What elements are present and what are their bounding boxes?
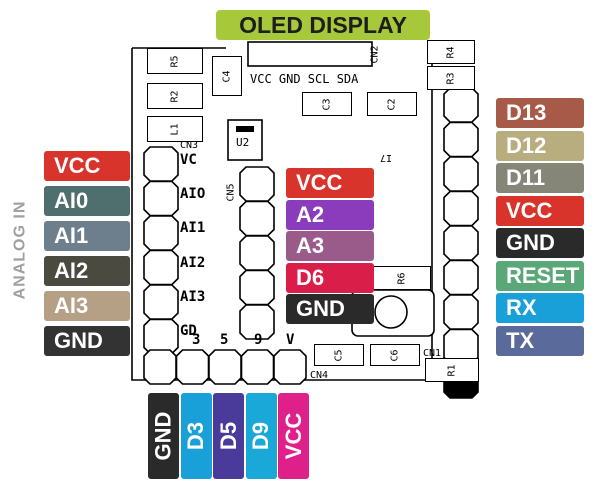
cn5-pad [239,235,275,271]
center-pin-label-gnd: GND [286,294,374,324]
c5-capacitor: C5 [314,344,364,366]
right-pin-label-d11: D11 [496,163,584,193]
c4-capacitor: C4 [212,56,242,96]
left-pin-silk-name: VC [180,152,197,168]
right-pin-label-rx: RX [496,293,584,323]
l1-inductor: L1 [147,116,203,142]
right-pin-label-reset: RESET [496,260,584,291]
cn1-pad [443,87,479,123]
right-pin-label-gnd: GND [496,228,584,258]
bottom-pin-silk-name: 5 [220,332,229,348]
center-pin-label-a2: A2 [286,199,374,230]
left-pin-label-gnd: GND [44,326,130,356]
oled-display-title: OLED DISPLAY [216,10,430,40]
left-pin-silk-name: GD [180,323,197,339]
cn1-header [443,87,479,399]
c3-capacitor: C3 [302,92,352,116]
center-pin-label-d6: D6 [286,262,374,293]
cn3-pad [143,284,179,320]
r4-resistor: R4 [427,40,475,64]
cn1-pad [443,294,479,330]
i7-label: I7 [380,152,393,163]
c2-capacitor: C2 [367,92,417,116]
cn5-pad [239,200,275,237]
center-pin-label-vcc: VCC [286,168,374,198]
left-pin-label-ai2: AI2 [44,256,130,286]
c6-capacitor: C6 [370,344,420,366]
u2-label: U2 [236,136,250,149]
cn1-label: CN1 [423,348,442,359]
cn2-oled-connector [247,41,373,67]
cn3-pad [143,215,179,251]
r2-resistor: R2 [147,83,203,109]
left-pin-label-ai0: AI0 [44,186,130,216]
cn2-label: CN2 [369,45,381,64]
bottom-pin-silk-name: V [286,332,295,348]
cn5-header [239,166,275,340]
left-pin-silk-name: AI3 [180,288,206,305]
right-pin-label-vcc: VCC [496,195,584,226]
bottom-pin-silk-name: 3 [192,332,201,348]
r5-resistor: R5 [147,48,203,74]
bottom-pin-label-d3: D3 [180,393,212,479]
cn4-pad [143,349,177,385]
left-pin-label-ai3: AI3 [44,291,130,321]
cn1-pad [443,156,479,192]
cn4-header [143,349,307,385]
bottom-pin-label-vcc: VCC [278,393,310,479]
left-pin-silk-name: AI2 [180,254,206,271]
cn3-label: CN3 [180,140,199,151]
oled-pin-names: VCC GND SCL SDA [250,72,359,86]
bottom-pin-label-d9: D9 [245,393,277,479]
cn5-pad [239,166,275,202]
cn3-header [143,146,179,355]
cn1-pad [443,225,479,261]
cn3-pad [143,249,179,286]
cn3-pad [143,318,179,355]
cn4-pad [240,349,275,385]
cn5-pad [239,304,275,340]
right-pin-label-d13: D13 [496,98,584,128]
bottom-pin-label-gnd: GND [148,393,179,479]
cn4-pad [273,349,307,385]
cn4-pad [208,349,242,385]
left-pin-label-ai1: AI1 [44,221,130,251]
cn4-pad [175,349,210,385]
left-pin-silk-name: AI1 [180,220,206,237]
r1-resistor: R1 [425,358,479,382]
r3-resistor: R3 [427,66,475,90]
cn1-pad [443,121,479,158]
cn3-pad [143,146,179,182]
right-pin-label-tx: TX [496,325,584,356]
cn3-pad [143,180,179,217]
cn4-label: CN4 [310,370,329,381]
r6-resistor: R6 [373,266,431,290]
cn1-pad [443,190,479,227]
center-pin-label-a3: A3 [286,231,374,261]
bottom-pin-silk-name: 9 [254,332,263,348]
left-pin-silk-name: AIO [180,186,206,203]
cn1-pad [443,259,479,296]
cn5-pad [239,269,275,306]
bottom-pin-label-d5: D5 [213,393,245,479]
right-pin-label-d12: D12 [496,130,584,161]
cn5-label: CN5 [225,183,237,202]
left-pin-label-vcc: VCC [44,151,130,181]
